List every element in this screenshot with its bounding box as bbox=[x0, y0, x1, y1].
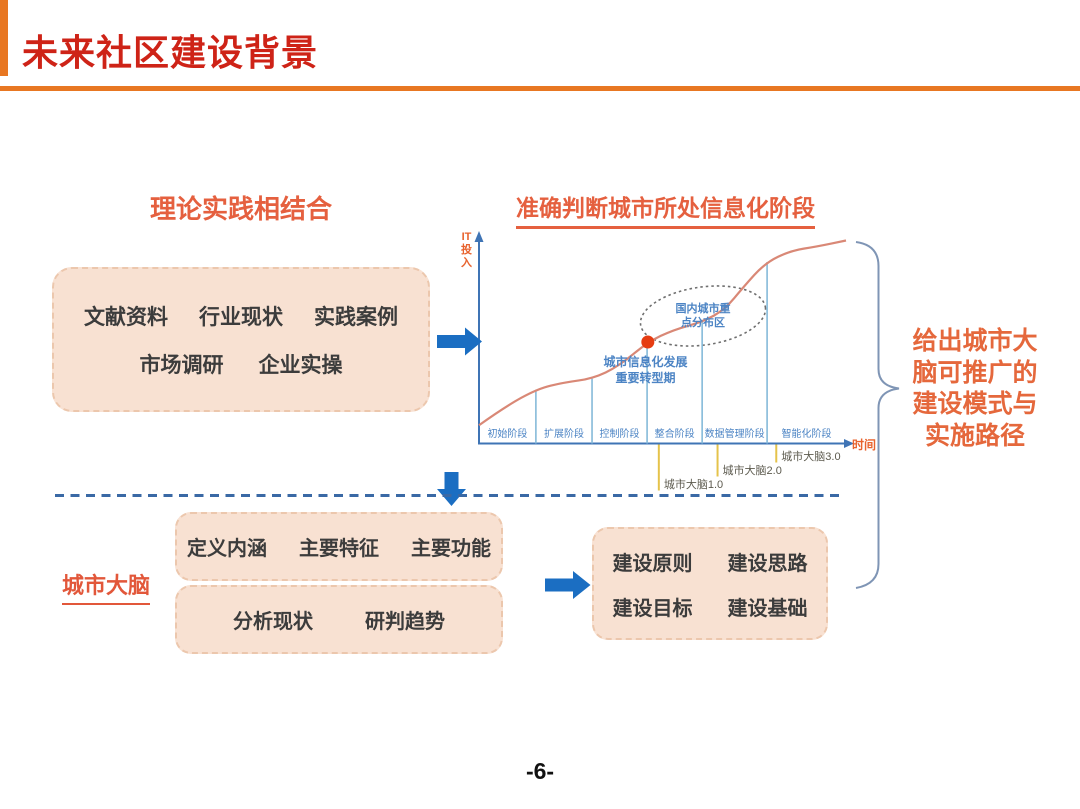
result-row: 建设目标 建设基础 bbox=[594, 592, 826, 621]
theory-item: 企业实操 bbox=[258, 353, 343, 377]
result-item: 建设目标 bbox=[612, 597, 693, 620]
theory-item: 市场调研 bbox=[139, 353, 224, 377]
citybrain-item: 定义内涵 bbox=[187, 538, 267, 560]
ellipse-annotation: 国内城市重 点分布区 bbox=[675, 303, 731, 330]
theory-item: 行业现状 bbox=[199, 305, 283, 329]
result-item: 建设原则 bbox=[612, 552, 693, 575]
result-item: 建设思路 bbox=[727, 552, 808, 575]
citybrain-item: 主要特征 bbox=[299, 538, 379, 560]
curly-brace bbox=[855, 241, 900, 589]
citybrain-item: 研判趋势 bbox=[365, 611, 445, 633]
citybrain-analysis-box: 分析现状 研判趋势 bbox=[175, 585, 503, 654]
heading-theory: 理论实践相结合 bbox=[150, 194, 333, 224]
arrow-right-icon bbox=[437, 327, 482, 356]
x-axis-label: 时间 bbox=[852, 438, 877, 452]
citybrain-definition-box: 定义内涵 主要特征 主要功能 bbox=[175, 512, 503, 581]
milestone-label: 城市大脑3.0 bbox=[781, 450, 841, 463]
arrow-right-icon bbox=[545, 571, 591, 599]
milestone-label: 城市大脑1.0 bbox=[663, 478, 724, 491]
brace-note: 给出城市大脑可推广的建设模式与实施路径 bbox=[912, 327, 1038, 450]
y-axis-label: IT投入 bbox=[461, 231, 472, 270]
stage-label: 数据管理阶段 bbox=[704, 429, 765, 440]
citybrain-item: 主要功能 bbox=[411, 538, 491, 560]
arrow-down-icon bbox=[437, 472, 466, 506]
stage-label: 控制阶段 bbox=[599, 429, 640, 440]
transition-annotation: 城市信息化发展 重要转型期 bbox=[603, 355, 688, 385]
growth-curve bbox=[478, 239, 847, 427]
page-number: -6- bbox=[525, 758, 555, 784]
theory-sources-box: 文献资料 行业现状 实践案例 市场调研 企业实操 bbox=[52, 267, 430, 412]
stage-label: 整合阶段 bbox=[654, 429, 695, 440]
theory-row-1: 文献资料 行业现状 实践案例 bbox=[84, 301, 398, 331]
stage-label: 智能化阶段 bbox=[781, 429, 832, 440]
theory-item: 实践案例 bbox=[314, 305, 398, 329]
milestone-label: 城市大脑2.0 bbox=[722, 464, 782, 477]
citybrain-item: 分析现状 bbox=[233, 611, 313, 633]
citybrain-label: 城市大脑 bbox=[62, 568, 151, 605]
stage-label: 扩展阶段 bbox=[543, 429, 584, 440]
transition-dot bbox=[641, 335, 655, 349]
construction-result-box: 建设原则 建设思路 建设目标 建设基础 bbox=[592, 527, 828, 640]
y-axis-arrow-icon bbox=[474, 231, 484, 242]
heading-judge: 准确判断城市所处信息化阶段 bbox=[516, 189, 815, 229]
theory-row-2: 市场调研 企业实操 bbox=[84, 349, 398, 379]
result-row: 建设原则 建设思路 bbox=[594, 547, 826, 576]
stage-label: 初始阶段 bbox=[487, 429, 528, 440]
header-divider-line bbox=[0, 86, 1080, 91]
theory-item: 文献资料 bbox=[84, 305, 168, 329]
title-accent-bar bbox=[0, 0, 8, 76]
result-item: 建设基础 bbox=[727, 597, 808, 620]
page-title: 未来社区建设背景 bbox=[22, 32, 319, 73]
